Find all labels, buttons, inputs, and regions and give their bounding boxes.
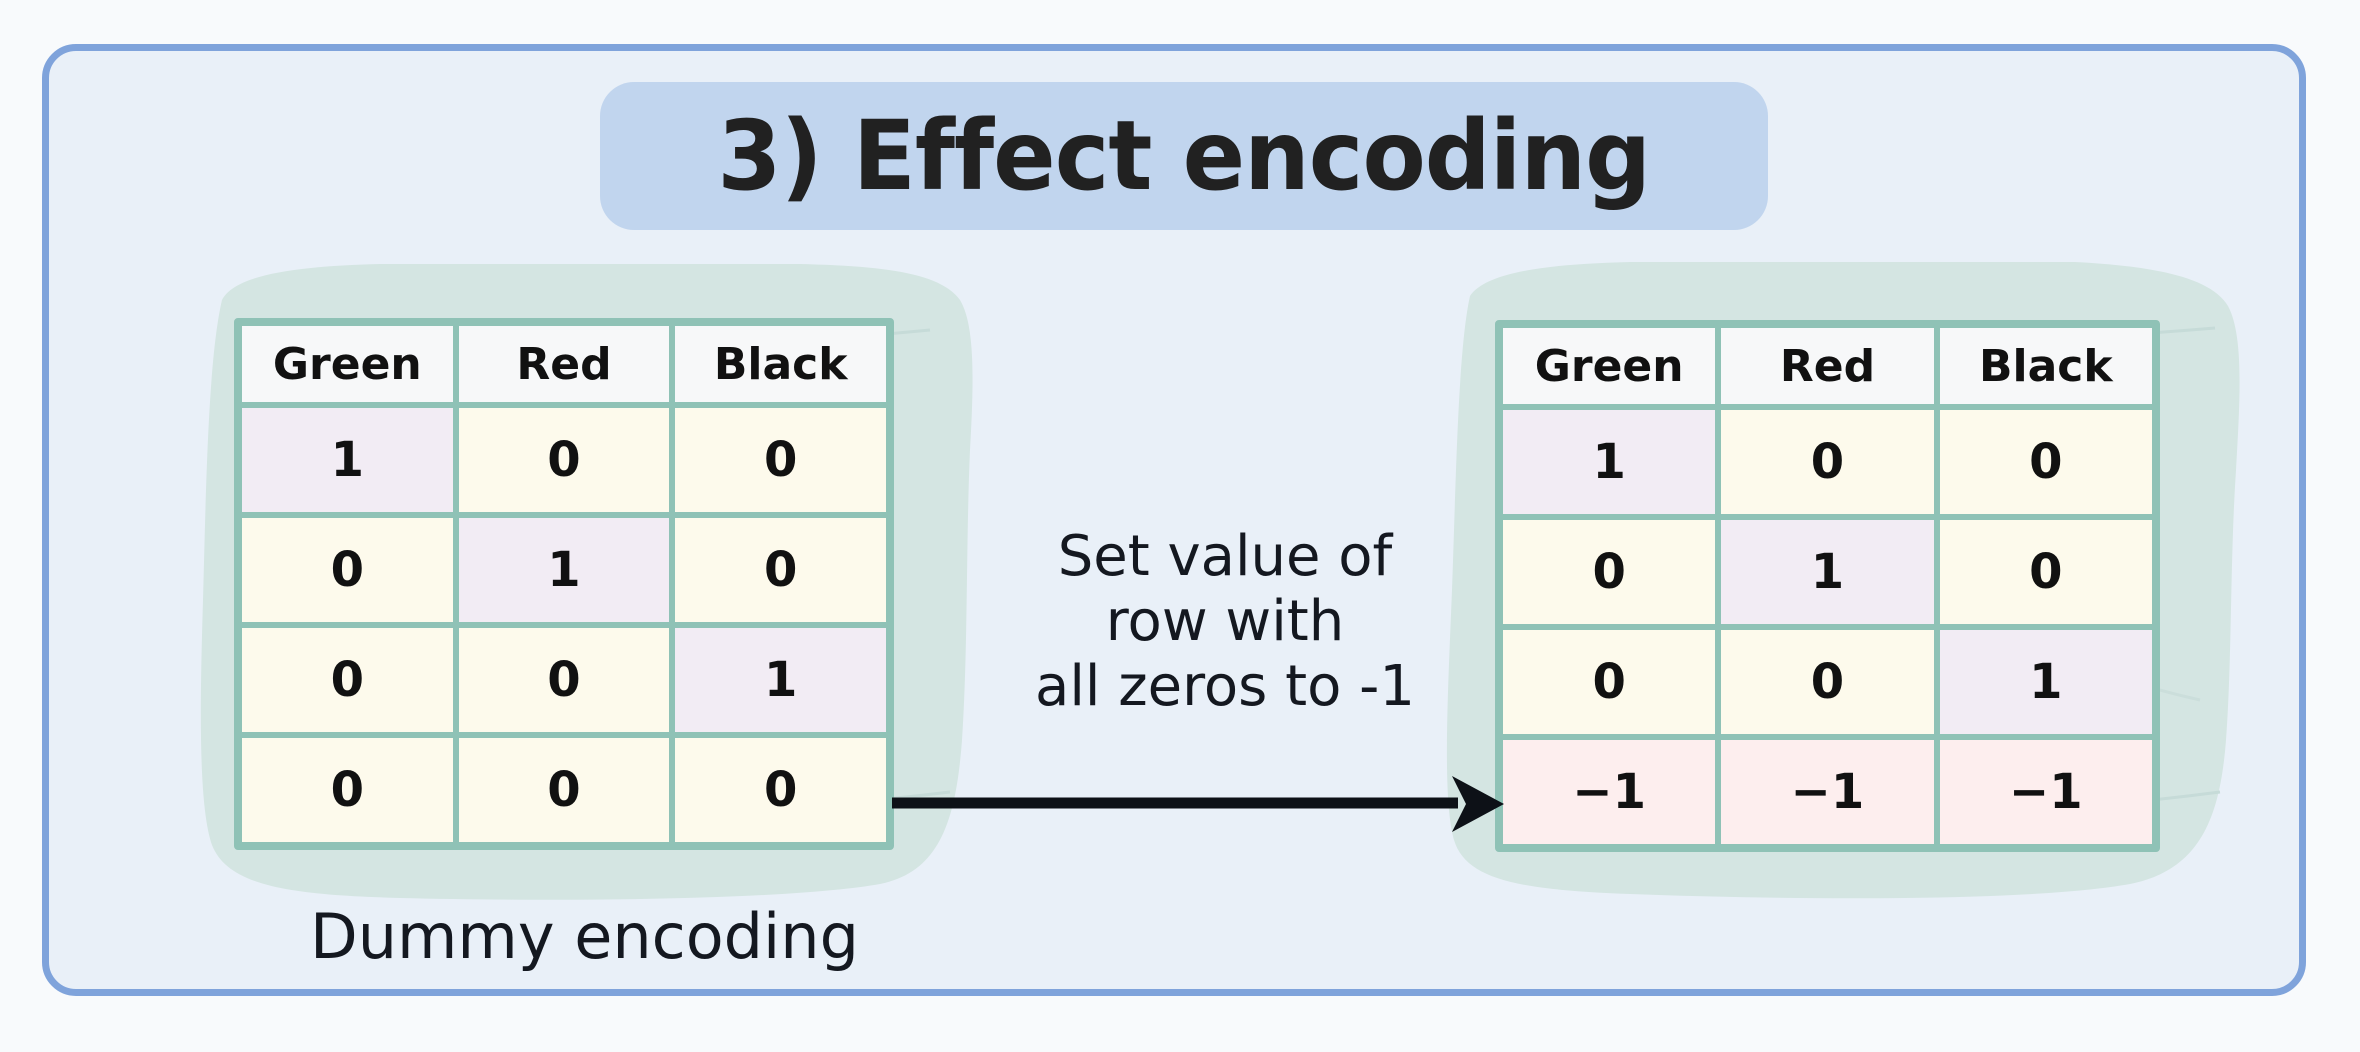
cell: 0: [672, 405, 889, 515]
cell: 1: [1500, 407, 1719, 517]
cell: 0: [455, 735, 673, 845]
cell: 0: [1936, 407, 2155, 517]
cell: 1: [1718, 517, 1937, 627]
table-row: 1 0 0: [1500, 407, 2155, 517]
cell: 0: [455, 625, 673, 735]
cell: 1: [455, 515, 673, 625]
cell: 0: [1500, 627, 1719, 737]
transform-note-line-2: row with: [1105, 588, 1345, 654]
left-table-caption: Dummy encoding: [310, 900, 859, 973]
cell: 0: [1500, 517, 1719, 627]
table-header-row: Green Red Black: [239, 323, 889, 405]
transform-note: Set value of row with all zeros to -1: [940, 524, 1510, 720]
cell: 0: [239, 515, 456, 625]
table-header-row: Green Red Black: [1500, 325, 2155, 407]
cell: 0: [455, 405, 673, 515]
cell: 0: [1936, 517, 2155, 627]
column-header-black: Black: [672, 323, 889, 405]
column-header-red: Red: [1718, 325, 1937, 407]
transform-note-line-1: Set value of: [1057, 524, 1393, 589]
cell: 1: [1936, 627, 2155, 737]
cell: 0: [1718, 407, 1937, 517]
title-pill: 3) Effect encoding: [600, 82, 1768, 230]
dummy-encoding-table: Green Red Black 1 0 0 0 1 0 0 0 1 0 0: [234, 318, 894, 850]
table-row: 0 0 1: [239, 625, 889, 735]
cell: −1: [1718, 737, 1937, 847]
effect-encoding-table: Green Red Black 1 0 0 0 1 0 0 0 1 −1 −1: [1495, 320, 2160, 852]
table-row: 0 0 1: [1500, 627, 2155, 737]
table-row-effect-coded: −1 −1 −1: [1500, 737, 2155, 847]
cell: −1: [1936, 737, 2155, 847]
column-header-red: Red: [455, 323, 673, 405]
table-row-all-zeros: 0 0 0: [239, 735, 889, 845]
cell: 0: [239, 625, 456, 735]
cell: 1: [239, 405, 456, 515]
column-header-green: Green: [239, 323, 456, 405]
cell: 1: [672, 625, 889, 735]
table-row: 0 1 0: [239, 515, 889, 625]
table-row: 1 0 0: [239, 405, 889, 515]
cell: 0: [672, 515, 889, 625]
arrow-right-icon: [892, 776, 1504, 832]
column-header-black: Black: [1936, 325, 2155, 407]
cell: −1: [1500, 737, 1719, 847]
cell: 0: [1718, 627, 1937, 737]
cell: 0: [672, 735, 889, 845]
transform-note-line-3: all zeros to -1: [1035, 653, 1415, 719]
cell: 0: [239, 735, 456, 845]
table-row: 0 1 0: [1500, 517, 2155, 627]
page-title: 3) Effect encoding: [717, 100, 1652, 212]
column-header-green: Green: [1500, 325, 1719, 407]
